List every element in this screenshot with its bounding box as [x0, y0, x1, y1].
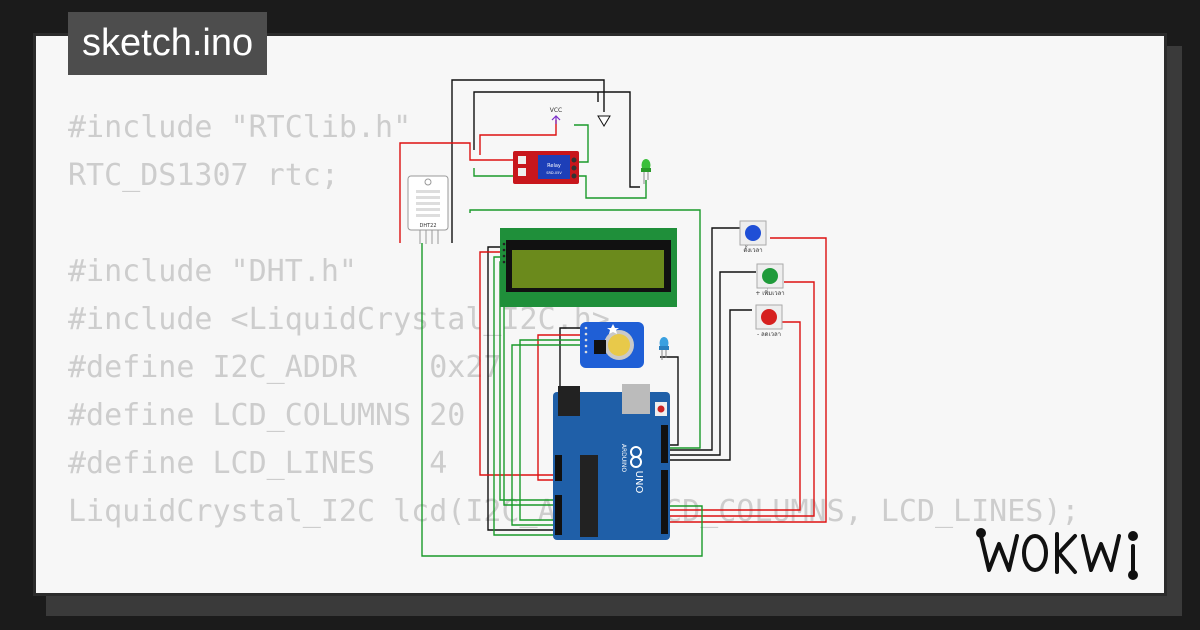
code-line: #include "DHT.h"	[68, 254, 357, 289]
arduino-brand: ARDUINO	[620, 444, 627, 473]
code-line: #define I2C_ADDR 0x27	[68, 350, 502, 385]
relay-sub-label: SRD-05V	[546, 171, 562, 175]
wire-green	[421, 243, 703, 557]
dht22-sensor: DHT22	[407, 175, 449, 244]
relay-module: Relay SRD-05V	[513, 151, 579, 184]
wire-green	[519, 339, 583, 521]
relay-label: Relay	[547, 163, 561, 169]
rtc-module	[580, 322, 644, 368]
wire-green	[578, 175, 647, 199]
wire-red	[537, 334, 583, 481]
button-caption: ตั้งเวลา	[743, 244, 762, 254]
wire-red	[669, 281, 815, 517]
wire-black	[669, 227, 740, 451]
wire-green	[511, 344, 583, 526]
code-line: #define DHTPIN 5	[68, 584, 1079, 593]
code-line: #include <LiquidCrystal_I2C.h>	[68, 302, 610, 337]
wire-red	[669, 321, 801, 511]
pushbutton-increase[interactable]: + เพิ่มเวลา	[755, 263, 785, 297]
wire-green	[469, 209, 701, 449]
arduino-model: UNO	[633, 471, 644, 494]
pushbutton-decrease[interactable]: - ลดเวลา	[755, 304, 783, 338]
arduino-uno: ARDUINO UNO	[553, 384, 670, 540]
wire-black	[669, 271, 756, 456]
wire-black	[451, 79, 605, 243]
wire-green	[473, 168, 516, 177]
wire-red	[479, 120, 557, 155]
wire-red	[399, 142, 516, 243]
wire-black	[473, 91, 640, 188]
green-led	[641, 159, 651, 184]
code-line: #include "RTClib.h"	[68, 110, 412, 145]
blue-led	[659, 337, 669, 360]
code-line: #define LCD_LINES 4	[68, 446, 448, 481]
gnd-symbol	[597, 115, 611, 127]
code-preview: #include "RTClib.h" RTC_DS1307 rtc; #inclu…	[68, 104, 1079, 593]
wire-red	[669, 237, 827, 523]
file-title: sketch.ino	[68, 12, 268, 75]
button-caption: + เพิ่มเวลา	[755, 289, 784, 297]
button-caption: - ลดเวลา	[757, 331, 781, 338]
preview-card: #include "RTClib.h" RTC_DS1307 rtc; #inclu…	[33, 33, 1167, 596]
code-line: RTC_DS1307 rtc;	[68, 158, 339, 193]
wire-black	[669, 309, 752, 461]
wire-green	[574, 124, 589, 163]
wire-red	[479, 251, 556, 476]
wokwi-logo	[976, 528, 1138, 580]
lcd-display	[500, 228, 677, 307]
vcc-symbol: VCC	[550, 107, 562, 124]
dht-label: DHT22	[419, 223, 436, 229]
wire-black	[660, 356, 679, 446]
vcc-label: VCC	[550, 107, 562, 114]
wire-black	[487, 246, 556, 531]
pushbutton-set[interactable]: ตั้งเวลา	[739, 220, 767, 254]
code-line: #define LCD_COLUMNS 20	[68, 398, 466, 433]
